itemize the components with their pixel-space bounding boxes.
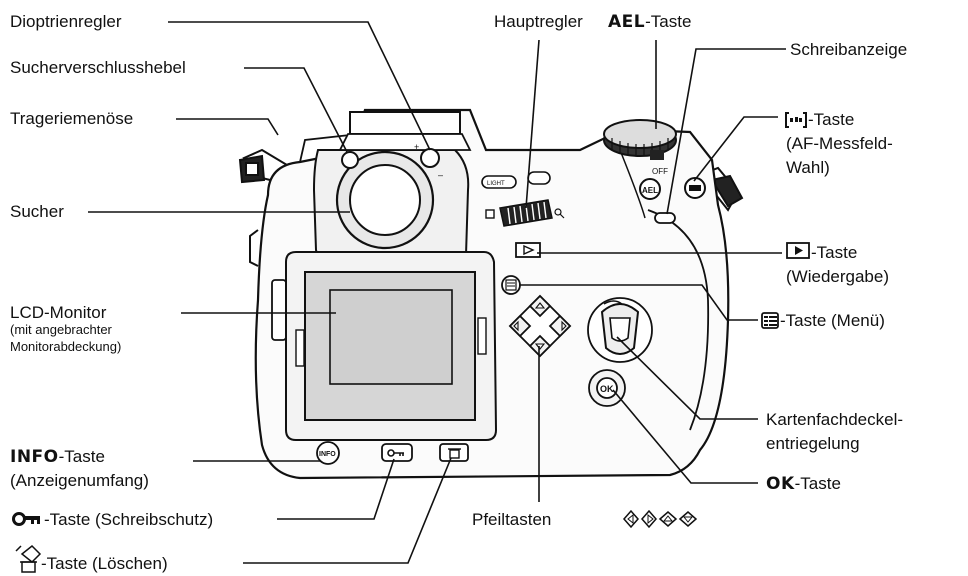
label-info-key: INFO-Taste <box>10 446 105 468</box>
erase-icon <box>15 544 42 573</box>
playback-icon <box>786 242 810 259</box>
erase-button <box>439 443 469 462</box>
label-card-cover-1: Kartenfachdeckel- <box>766 410 904 429</box>
lcd-screen <box>329 289 453 385</box>
ok-key-name: OK <box>766 474 795 494</box>
label-af-key: -Taste <box>808 110 855 129</box>
label-main-dial: Hauptregler <box>494 12 583 31</box>
arrow-keys-glyphs <box>623 509 698 529</box>
svg-text:AEL: AEL <box>642 186 658 195</box>
protect-button <box>381 443 413 462</box>
main-dial-graphic <box>485 199 565 227</box>
light-button-text: LIGHT <box>487 181 505 187</box>
label-af-desc-2: Wahl) <box>786 158 830 177</box>
label-diopter: Dioptrienregler <box>10 12 122 31</box>
eyepiece-lens <box>349 164 421 236</box>
label-eyepiece-shutter: Sucherverschlusshebel <box>10 58 186 77</box>
info-button: INFO <box>316 441 340 465</box>
label-playback-desc: (Wiedergabe) <box>786 267 889 286</box>
card-cover-release-graphic <box>587 297 653 363</box>
label-arrow-keys: Pfeiltasten <box>472 510 552 529</box>
svg-text:OK: OK <box>600 384 614 394</box>
label-protect: -Taste (Schreibschutz) <box>44 510 214 529</box>
label-lcd-monitor: LCD-Monitor <box>10 303 107 322</box>
light-button <box>481 175 517 189</box>
label-lcd-note-1: (mit angebrachter <box>10 322 112 337</box>
mode-dial-graphic <box>603 119 677 160</box>
label-card-cover-2: entriegelung <box>766 434 860 453</box>
af-area-icon <box>785 112 807 128</box>
side-cover <box>271 279 287 341</box>
playback-button <box>515 242 541 258</box>
label-lcd-note-2: Monitorabdeckung) <box>10 339 122 354</box>
label-ok-key: OK-Taste <box>766 473 841 495</box>
svg-text:+: + <box>414 142 419 152</box>
protect-key-icon <box>12 512 40 526</box>
ok-button <box>596 377 618 399</box>
off-text: OFF <box>652 167 668 176</box>
label-af-desc-1: (AF-Messfeld- <box>786 134 893 153</box>
label-ael-key: AEL-Taste <box>608 11 691 33</box>
hot-shoe <box>349 111 461 135</box>
leader-lines <box>88 21 786 564</box>
diopter-knob <box>420 148 440 168</box>
svg-text:INFO: INFO <box>319 451 336 458</box>
arrow-pad <box>508 294 572 358</box>
ael-button <box>639 178 661 200</box>
ael-key-suffix: -Taste <box>645 12 692 31</box>
label-menu-key: -Taste (Menü) <box>780 311 885 330</box>
ok-key-suffix: -Taste <box>794 474 841 493</box>
menu-icon <box>761 312 779 329</box>
ael-key-name: AEL <box>608 12 646 32</box>
label-info-desc: (Anzeigenumfang) <box>10 471 149 490</box>
label-playback-key: -Taste <box>811 243 858 262</box>
info-key-name: INFO <box>10 447 59 467</box>
label-erase: -Taste (Löschen) <box>41 554 168 573</box>
menu-button <box>501 275 521 295</box>
label-viewfinder: Sucher <box>10 202 64 221</box>
svg-text:–: – <box>438 170 443 180</box>
label-strap-eyelet: Trageriemenöse <box>10 109 134 128</box>
info-key-suffix: -Taste <box>58 447 105 466</box>
label-write-indicator: Schreibanzeige <box>790 40 908 59</box>
write-indicator-lamp <box>654 212 676 224</box>
eyepiece-shutter-lever <box>341 151 359 169</box>
